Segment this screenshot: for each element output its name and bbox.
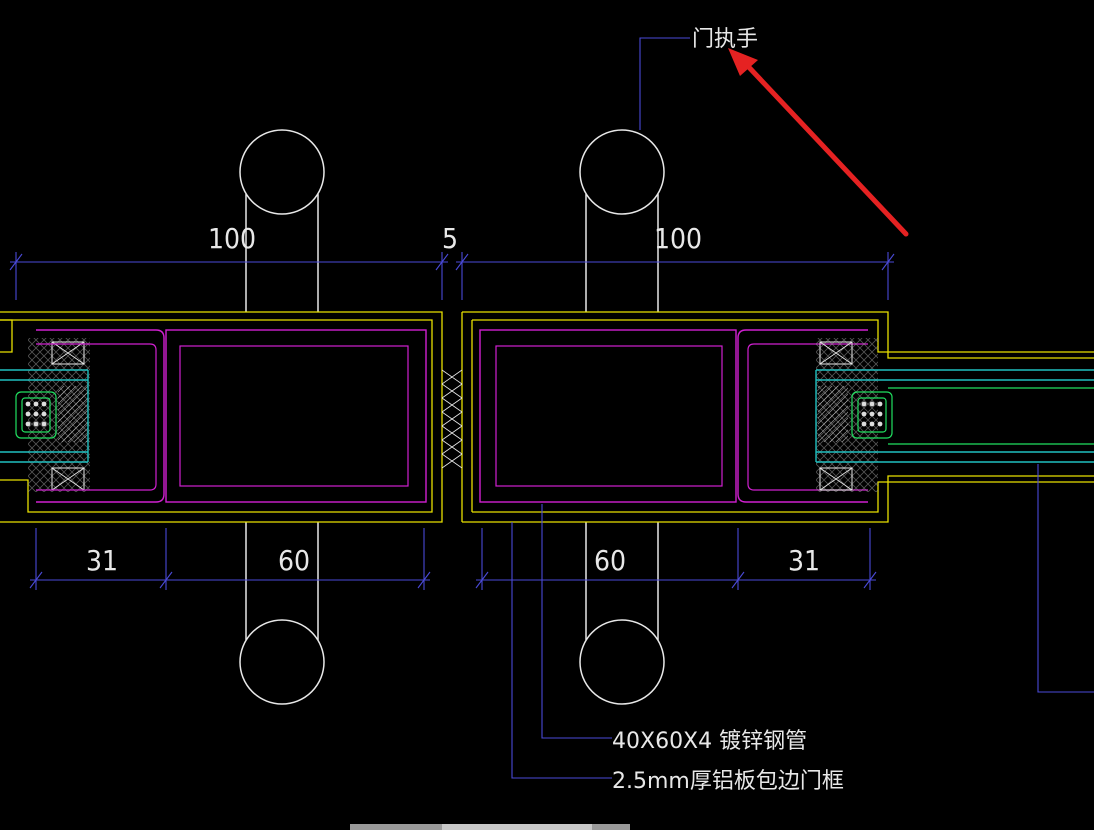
handle-knob-bottom-left: [239, 619, 325, 705]
dim-right-bottom-b: 31: [788, 544, 820, 577]
dim-right-width: 100: [654, 222, 702, 255]
right-door-section: [479, 329, 1094, 503]
scrollbar-thumb[interactable]: [442, 824, 592, 830]
handle-knob-top-right: [579, 129, 665, 215]
dim-left-width: 100: [208, 222, 256, 255]
label-handle: 门执手: [692, 27, 758, 52]
red-arrow-icon: [728, 48, 909, 237]
horizontal-scrollbar[interactable]: [350, 824, 630, 830]
door-handles: [239, 129, 665, 705]
door-frame-outline: [0, 311, 1094, 523]
dim-gap: 5: [442, 222, 458, 255]
dim-right-bottom-a: 60: [594, 544, 626, 577]
dimension-lines: [9, 37, 1094, 779]
label-steel-tube: 40X60X4 镀锌钢管: [612, 729, 807, 754]
handle-knob-top-left: [239, 129, 325, 215]
gap-seal: [441, 369, 463, 469]
label-aluminum-frame: 2.5mm厚铝板包边门框: [612, 769, 844, 794]
dim-left-bottom-a: 31: [86, 544, 118, 577]
left-door-section: [0, 329, 427, 503]
handle-knob-bottom-right: [579, 619, 665, 705]
dim-left-bottom-b: 60: [278, 544, 310, 577]
